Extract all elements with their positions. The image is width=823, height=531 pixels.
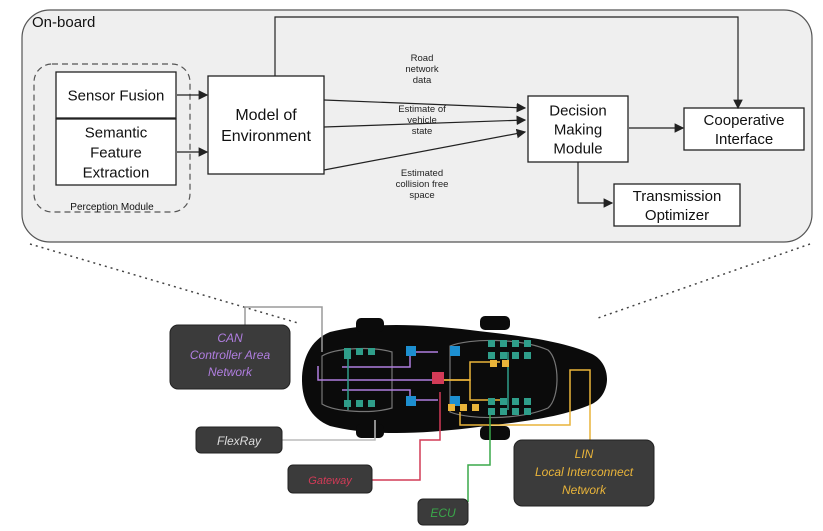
network-wiring (244, 306, 591, 502)
can-box: CAN Controller Area Network (169, 324, 291, 390)
flow-label-space-1: Estimated (401, 168, 443, 179)
node-rear-top-0 (344, 348, 351, 355)
node-front-bottom-0 (488, 398, 495, 405)
flow-arrows (177, 16, 743, 208)
node-front-top-7 (524, 352, 531, 359)
zoom-line-left (29, 243, 299, 324)
sensor-fusion-box: Sensor Fusion (55, 71, 177, 119)
can-label-1: CAN (217, 331, 243, 345)
hub-3 (450, 396, 460, 406)
node-rear-bottom-0 (344, 400, 351, 407)
flow-label-space-2: collision free (396, 179, 449, 190)
node-front-top-3 (524, 340, 531, 347)
cooperative-interface-label-1: Cooperative (704, 112, 785, 129)
node-rear-top-1 (356, 348, 363, 355)
node-front-bottom-6 (512, 408, 519, 415)
lin-box: LIN Local Interconnect Network (513, 439, 655, 507)
ecu-box: ECU (417, 498, 469, 526)
flow-label-road-1: Road (411, 53, 434, 64)
semantic-feature-label-1: Semantic (85, 124, 148, 141)
perception-module-group (33, 63, 191, 213)
perception-module-label: Perception Module (70, 202, 154, 213)
lin-node-4 (472, 404, 479, 411)
node-front-bottom-2 (512, 398, 519, 405)
flow-label-road-3: data (413, 75, 432, 86)
node-front-top-6 (512, 352, 519, 359)
lin-node-3 (460, 404, 467, 411)
decision-making-label-2: Making (554, 121, 602, 138)
transmission-optimizer-label-1: Transmission (633, 188, 722, 205)
node-rear-bottom-1 (356, 400, 363, 407)
node-front-bottom-5 (500, 408, 507, 415)
gateway-box: Gateway (287, 464, 373, 494)
hub-1 (406, 396, 416, 406)
semantic-feature-label-3: Extraction (83, 164, 150, 181)
cooperative-interface-label-2: Interface (715, 131, 773, 148)
model-of-environment-label-1: Model of (235, 107, 297, 124)
node-rear-bottom-2 (368, 400, 375, 407)
lin-node-0 (490, 360, 497, 367)
gateway-label: Gateway (308, 475, 353, 487)
sensor-fusion-label-1: Sensor Fusion (68, 87, 165, 104)
flow-label-vehicle-3: state (412, 126, 433, 137)
flow-label-vehicle-2: vehicle (407, 115, 437, 126)
hub-2 (450, 346, 460, 356)
model-of-environment-label-2: Environment (221, 128, 311, 145)
node-rear-top-2 (368, 348, 375, 355)
node-front-top-4 (488, 352, 495, 359)
flow-label-space-3: space (409, 190, 434, 201)
can-label-3: Network (208, 365, 253, 379)
flexray-label: FlexRay (217, 434, 262, 448)
transmission-optimizer-label-2: Optimizer (645, 207, 709, 224)
gateway-node (432, 372, 444, 384)
onboard-title: On-board (32, 14, 95, 31)
lin-label-2: Local Interconnect (535, 465, 634, 479)
lin-node-2 (448, 404, 455, 411)
flexray-box: FlexRay (195, 426, 283, 454)
model-of-environment-box: Model of Environment (207, 75, 325, 175)
node-front-bottom-7 (524, 408, 531, 415)
node-front-top-1 (500, 340, 507, 347)
node-front-top-5 (500, 352, 507, 359)
node-front-bottom-4 (488, 408, 495, 415)
can-label-2: Controller Area (190, 348, 271, 362)
node-rear-top-3 (344, 352, 351, 359)
car-nodes (344, 340, 531, 415)
lin-label-1: LIN (575, 447, 594, 461)
decision-making-label-3: Module (553, 140, 602, 157)
node-front-bottom-1 (500, 398, 507, 405)
flow-label-road-2: network (405, 64, 439, 75)
hub-0 (406, 346, 416, 356)
ecu-label: ECU (430, 506, 456, 520)
node-front-top-0 (488, 340, 495, 347)
node-front-bottom-3 (524, 398, 531, 405)
lin-label-3: Network (562, 483, 607, 497)
zoom-line-right (597, 243, 811, 319)
lin-node-1 (502, 360, 509, 367)
flow-label-vehicle-1: Estimate of (398, 104, 446, 115)
semantic-feature-label-2: Feature (90, 144, 142, 161)
decision-making-label-1: Decision (549, 102, 607, 119)
node-front-top-2 (512, 340, 519, 347)
